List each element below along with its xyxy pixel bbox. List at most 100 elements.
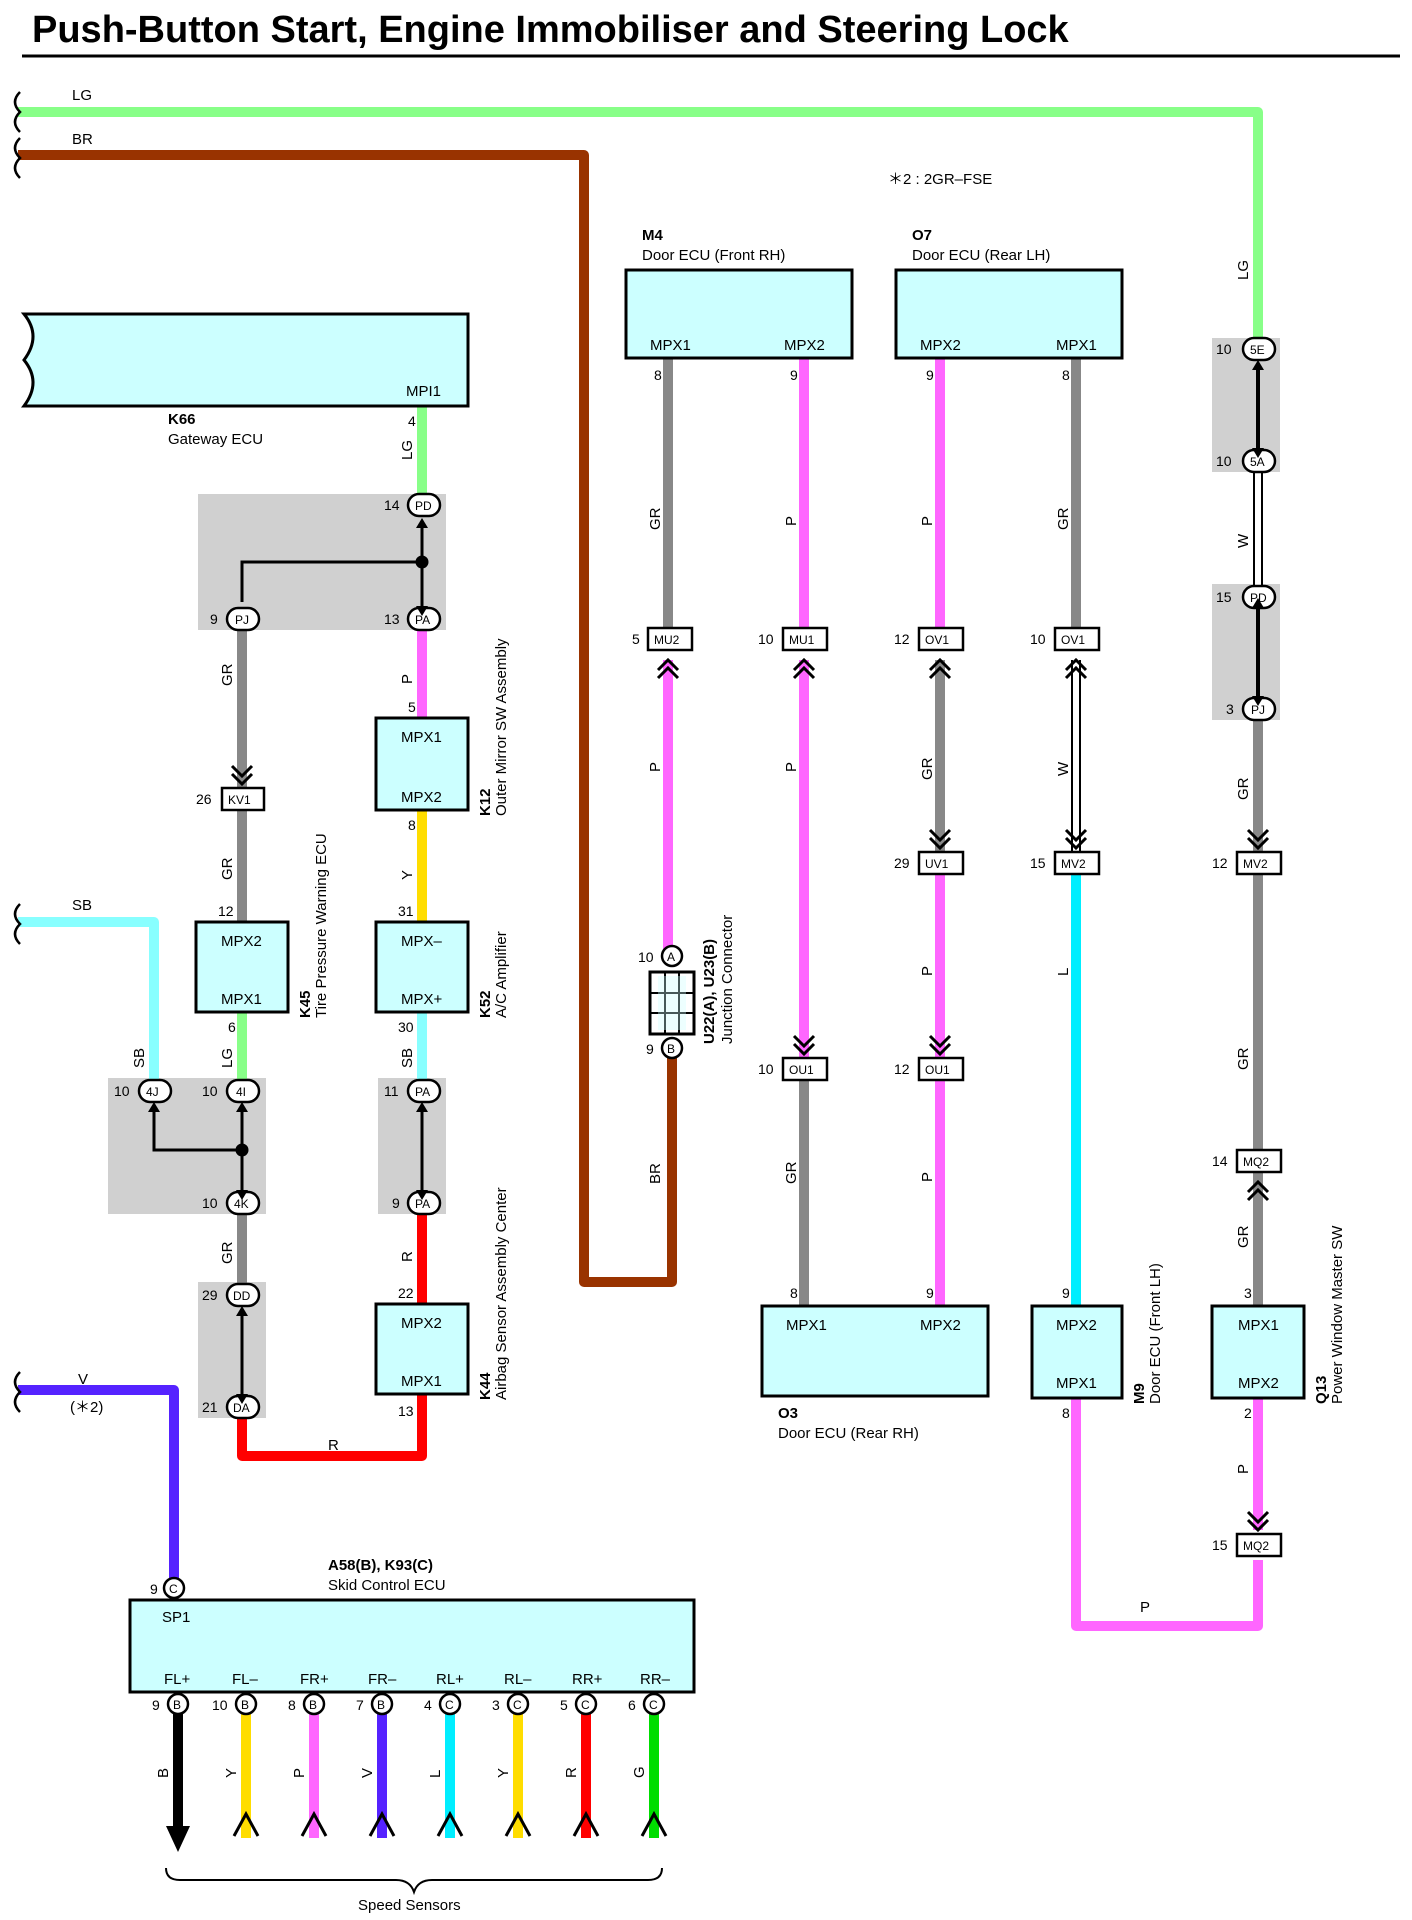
connector-4k-no: 10: [202, 1195, 218, 1211]
skid-code: A58(B), K93(C): [328, 1557, 433, 1574]
connector-pj-left-no: 9: [210, 611, 218, 627]
skid-pin-number: 5: [560, 1697, 568, 1713]
connector-ou1-10-no: 10: [758, 1061, 774, 1077]
connector-4k: 4K 10: [202, 1190, 261, 1216]
o3-code: O3: [778, 1405, 798, 1422]
o7-no-b: 8: [1062, 367, 1070, 383]
connector-5e: 5E 10: [1216, 336, 1277, 362]
skid-name: Skid Control ECU: [328, 1577, 446, 1594]
q13-name: Power Window Master SW: [1329, 1225, 1346, 1404]
k12-pin-top: MPX1: [401, 729, 442, 746]
connector-4i: 4I 10: [202, 1078, 261, 1104]
skid-pin-number: 4: [424, 1697, 432, 1713]
connector-mq2-15-id: MQ2: [1243, 1539, 1269, 1553]
skid-pin-wire-label: G: [631, 1766, 648, 1778]
skid-sp1: SP1: [162, 1609, 190, 1626]
skid-pin-connector: [438, 1692, 462, 1716]
skid-pin-conn-id: B: [309, 1698, 317, 1712]
skid-pins: FL+B9BFL–B10YFR+B8PFR–B7VRL+C4LRL–C3YRR+…: [152, 1671, 671, 1852]
q13-no-bottom: 2: [1244, 1405, 1252, 1421]
wires: [18, 107, 1263, 1631]
label-p-mu2: P: [647, 762, 664, 772]
skid-pin-5: RL+C4L: [424, 1671, 464, 1838]
k45-pin-top: MPX2: [221, 933, 262, 950]
component-u22-u23: A 10 B 9 U22(A), U23(B) Junction Connect…: [638, 915, 736, 1060]
skid-pin-connector: [302, 1692, 326, 1716]
connector-4j-id: 4J: [146, 1085, 159, 1099]
label-p-horiz: P: [1140, 1599, 1150, 1616]
connector-5a-no: 10: [1216, 453, 1232, 469]
wire-br: [18, 150, 677, 1287]
connector-ov1-10-id: OV1: [1061, 633, 1085, 647]
connector-pj-right-no: 3: [1226, 701, 1234, 717]
connector-4j-no: 10: [114, 1083, 130, 1099]
splice-lines: [152, 528, 429, 1394]
connector-pd-right: PD 15: [1216, 584, 1277, 610]
connectors: PD 14 PJ 9 PA 13 4J 10 4I 10 4K 10: [114, 336, 1283, 1558]
label-gr-o7: GR: [1055, 507, 1072, 530]
u22-name: Junction Connector: [719, 915, 736, 1044]
k66-code: K66: [168, 411, 196, 428]
skid-top-pin: C: [169, 1582, 178, 1596]
skid-pin-wire-label: V: [359, 1768, 376, 1778]
u22-pin-a: A: [667, 950, 675, 964]
skid-pin-arrow: [368, 1810, 396, 1837]
connector-mq2-14-no: 14: [1212, 1153, 1228, 1169]
label-w-right: W: [1235, 533, 1252, 548]
m4-no-b: 9: [790, 367, 798, 383]
label-y-v1: Y: [399, 870, 416, 880]
skid-pin-conn-id: B: [377, 1698, 385, 1712]
connector-mu2: MU2 5: [632, 626, 694, 652]
wire-labels: LG BR SB V (＊2) R P LG GR P GR Y SB LG S…: [70, 87, 1252, 1616]
skid-pin-conn-id: C: [513, 1698, 522, 1712]
connector-5a-id: 5A: [1250, 455, 1265, 469]
k66-pin-number: 4: [408, 413, 416, 429]
skid-pin-connector: [166, 1692, 190, 1716]
q13-no-top: 3: [1244, 1285, 1252, 1301]
connector-4i-no: 10: [202, 1083, 218, 1099]
q13-pin-top: MPX1: [1238, 1317, 1279, 1334]
label-br-v: BR: [647, 1163, 664, 1184]
label-gr-ov1: GR: [919, 757, 936, 780]
connector-da: DA 21: [202, 1394, 261, 1420]
k44-pin-top: MPX2: [401, 1315, 442, 1332]
o3-pin-b: MPX2: [920, 1317, 961, 1334]
skid-pin-label: FL+: [164, 1671, 191, 1688]
component-skid-control-ecu: C 9 SP1 A58(B), K93(C) Skid Control ECU …: [128, 1557, 696, 1852]
skid-pin-number: 9: [152, 1697, 160, 1713]
skid-pin-connector: [370, 1692, 394, 1716]
connector-5e-no: 10: [1216, 341, 1232, 357]
m4-code: M4: [642, 227, 663, 244]
component-o3: MPX1 MPX2 8 9 O3 Door ECU (Rear RH): [760, 1285, 990, 1442]
k45-pin-bottom: MPX1: [221, 991, 262, 1008]
wire-p-m9: [1071, 1398, 1263, 1631]
connector-kv1: KV1 26: [196, 786, 266, 812]
connector-mv2-15-id: MV2: [1061, 857, 1086, 871]
k45-no-bottom: 6: [228, 1019, 236, 1035]
wire-r-bottom: [237, 1394, 427, 1461]
connector-mv2-15-no: 15: [1030, 855, 1046, 871]
k44-no-top: 22: [398, 1285, 414, 1301]
wire-v: [18, 1385, 179, 1580]
label-w-ov1: W: [1055, 761, 1072, 776]
m4-name: Door ECU (Front RH): [642, 247, 785, 264]
connector-pd-top-no: 14: [384, 497, 400, 513]
k44-no-bottom: 13: [398, 1403, 414, 1419]
connector-mq2-15: MQ2 15: [1212, 1532, 1283, 1558]
connector-ov1-12-no: 12: [894, 631, 910, 647]
k12-no-bottom: 8: [408, 817, 416, 833]
connector-pa-11-no: 11: [384, 1083, 399, 1099]
connector-pa-13-id: PA: [415, 613, 430, 627]
skid-pin-number: 10: [212, 1697, 228, 1713]
label-sb: SB: [72, 897, 92, 914]
k52-name: A/C Amplifier: [493, 931, 510, 1018]
connector-dd-id: DD: [233, 1289, 251, 1303]
connector-pj-left: PJ 9: [210, 606, 261, 632]
connector-pj-right-id: PJ: [1251, 703, 1265, 717]
label-gr-v2: GR: [219, 857, 236, 880]
label-p-uv1: P: [919, 966, 936, 976]
connector-ou1-12-id: OU1: [925, 1063, 950, 1077]
label-gr-v3: GR: [219, 1241, 236, 1264]
label-p-o7: P: [919, 516, 936, 526]
